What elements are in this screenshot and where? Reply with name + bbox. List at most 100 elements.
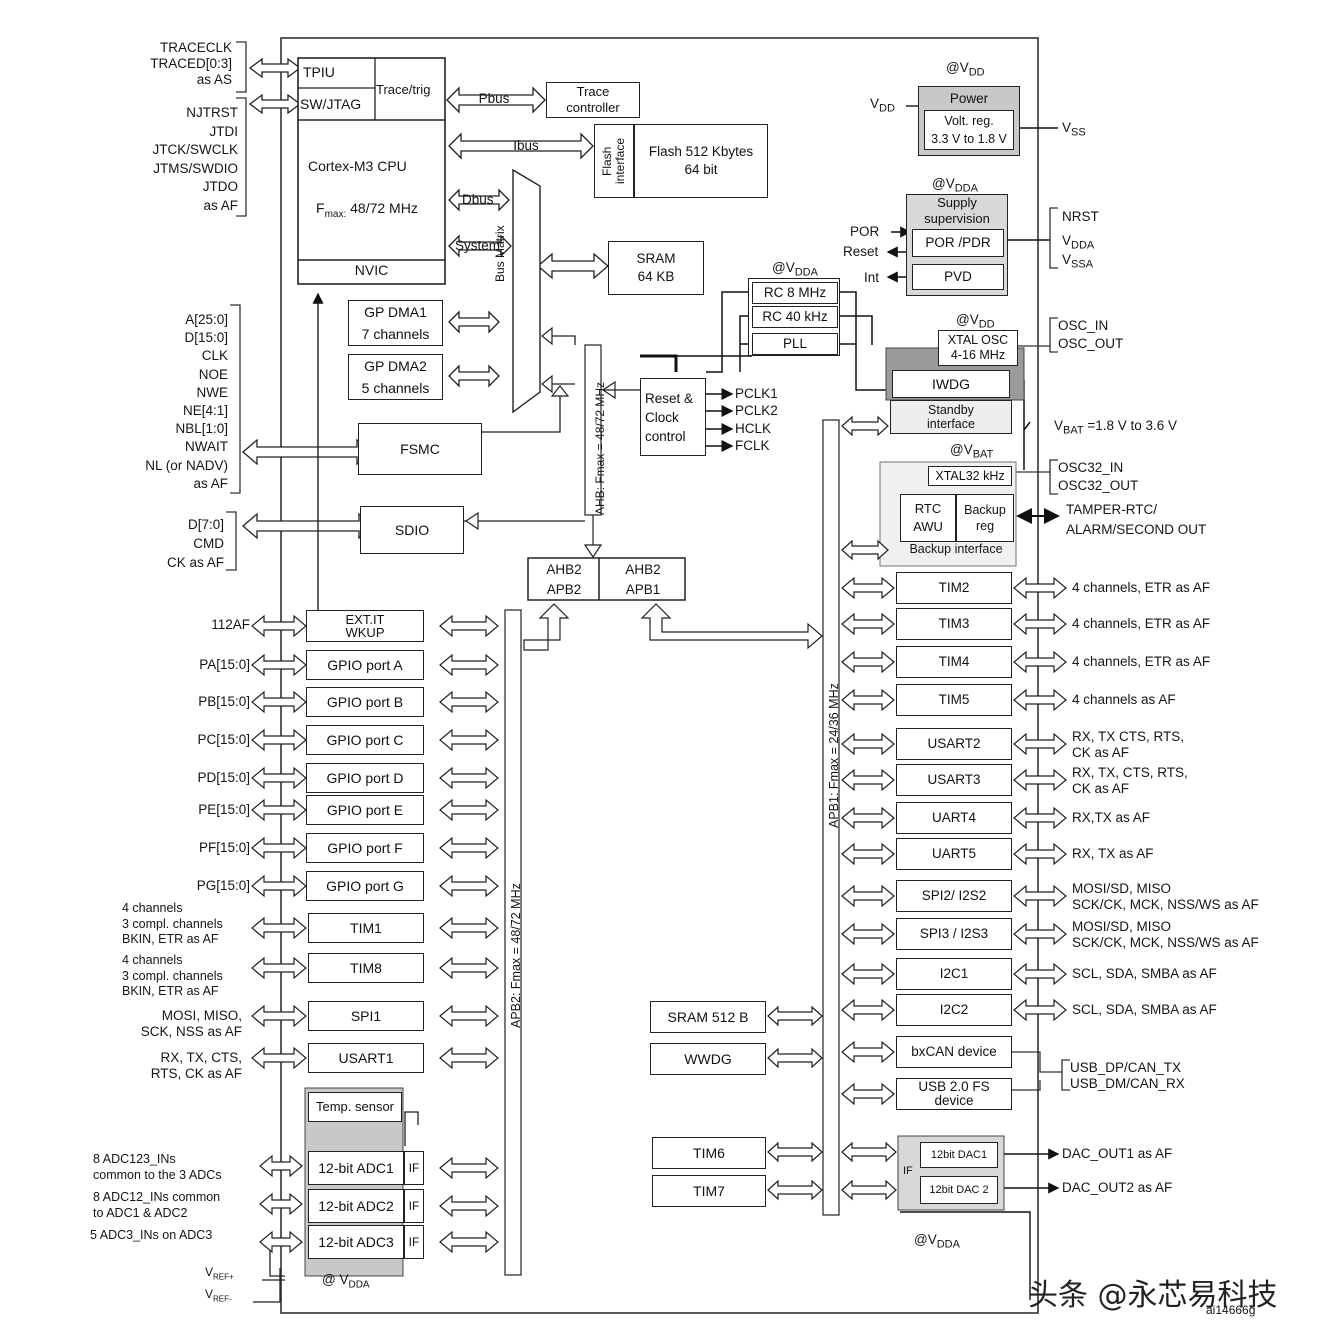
vbat-range: VBAT =1.8 V to 3.6 V xyxy=(1054,418,1178,437)
tim6: TIM6 xyxy=(652,1137,766,1169)
apb2-bus-arrow xyxy=(439,1046,499,1070)
dbus-label: Dbus xyxy=(462,192,494,207)
reset-signal: Reset xyxy=(843,244,879,259)
chip-outline xyxy=(280,37,1039,1314)
tim1-block: TIM1 xyxy=(308,913,424,943)
vdd-input: VDD xyxy=(870,96,895,115)
figure-ref: ai14666g xyxy=(1206,1303,1256,1317)
apb2-bus-arrow xyxy=(439,798,499,822)
adc-block: 12-bit ADC1 xyxy=(308,1151,404,1185)
nvic-label: NVIC xyxy=(354,262,389,278)
gpio-port: GPIO port D xyxy=(306,763,424,793)
apb2-bus-arrow xyxy=(439,956,499,980)
gpio-pin-label: PC[15:0] xyxy=(197,732,250,747)
adc12-signals: 8 ADC12_INs common to ADC1 & ADC2 xyxy=(93,1190,221,1220)
tamper-rtc: TAMPER-RTC/ ALARM/SECOND OUT xyxy=(1066,502,1207,537)
flash-interface: Flash interface xyxy=(594,124,634,198)
gpio-port: GPIO port F xyxy=(306,833,424,863)
apb1-bus-arrow xyxy=(841,688,895,712)
apb1-bus-arrow xyxy=(841,884,895,908)
system-label: System xyxy=(455,238,501,253)
rtc-awu: RTC AWU xyxy=(900,494,956,542)
apb1-peripheral: bxCAN device xyxy=(896,1036,1012,1068)
apb2-bus-label: APB2: Fmax = 48/72 MHz xyxy=(509,883,523,1028)
por-pdr: POR /PDR xyxy=(912,229,1004,257)
vss-pin: VSS xyxy=(1062,120,1086,139)
apb1-peripheral: TIM3 xyxy=(896,608,1012,640)
usart1-block: USART1 xyxy=(308,1043,424,1073)
apb1-signal: SCL, SDA, SMBA as AF xyxy=(1072,1002,1217,1017)
exti-wkup: EXT.IT WKUP xyxy=(306,610,424,642)
apb1-pin-arrow xyxy=(1013,732,1067,756)
apb1-pin-arrow xyxy=(1013,998,1067,1022)
gpio-pin-arrow xyxy=(251,874,307,898)
adc-if: IF xyxy=(404,1189,424,1223)
apb1-bus-arrow xyxy=(841,1040,895,1064)
apb1-pin-arrow xyxy=(1013,806,1067,830)
apb2-bus-arrow xyxy=(439,1194,499,1218)
gpio-pin-arrow xyxy=(251,836,307,860)
cpu-fmax: Fmax: 48/72 MHz xyxy=(316,200,418,220)
apb1-signal: RX, TX as AF xyxy=(1072,846,1154,861)
sdio-signals: D[7:0] CMD CK as AF xyxy=(166,517,224,570)
dac-out2: DAC_OUT2 as AF xyxy=(1062,1180,1173,1195)
apb1-pin-arrow xyxy=(1013,650,1067,674)
apb1-peripheral: USB 2.0 FS device xyxy=(896,1078,1012,1110)
gpio-pin-label: PA[15:0] xyxy=(199,657,250,672)
adc123-signals: 8 ADC123_INs common to the 3 ADCs xyxy=(93,1152,222,1182)
gpio-port: GPIO port A xyxy=(306,650,424,680)
apb1-bus-arrow xyxy=(841,842,895,866)
apb1-signal: 4 channels, ETR as AF xyxy=(1072,654,1211,669)
apb2-bus-arrow xyxy=(439,1230,499,1254)
apb1-bus-label: APB1: Fmax = 24/36 MHz xyxy=(827,683,841,828)
apb1-signal: RX, TX CTS, RTS, CK as AF xyxy=(1072,729,1185,760)
reset-clock-control: Reset & Clock control xyxy=(640,378,706,456)
gpio-port: GPIO port B xyxy=(306,687,424,717)
apb2-bus-arrow xyxy=(439,690,499,714)
apb1-bus-arrow xyxy=(841,922,895,946)
sdio-block: SDIO xyxy=(360,506,464,554)
apb1-pin-arrow xyxy=(1013,612,1067,636)
swjtag-label: SW/JTAG xyxy=(300,96,362,112)
tim8-signals: 4 channels 3 compl. channels BKIN, ETR a… xyxy=(122,953,223,998)
vdd-domain: @VDD xyxy=(946,60,985,79)
gpio-pin-label: PE[15:0] xyxy=(198,802,250,817)
adc-if: IF xyxy=(404,1151,424,1185)
gpio-port: GPIO port E xyxy=(306,795,424,825)
dac-out1: DAC_OUT1 as AF xyxy=(1062,1146,1173,1161)
wwdg: WWDG xyxy=(650,1043,766,1075)
spi1-pin-arrow xyxy=(251,1004,307,1028)
tim1-signals: 4 channels 3 compl. channels BKIN, ETR a… xyxy=(122,901,223,946)
ahb2-apb2-bridge: AHB2 APB2 xyxy=(546,562,582,597)
trace-trig-label: Trace/trig xyxy=(376,82,431,97)
rc-40khz: RC 40 kHz xyxy=(752,306,838,328)
apb2-bus-arrow xyxy=(439,653,499,677)
apb1-peripheral: TIM5 xyxy=(896,684,1012,716)
tim7: TIM7 xyxy=(652,1175,766,1207)
apb1-peripheral: UART4 xyxy=(896,802,1012,834)
apb2-bus-arrow xyxy=(439,766,499,790)
dac1: 12bit DAC1 xyxy=(920,1142,998,1168)
gpio-pin-label: PG[15:0] xyxy=(196,878,250,893)
flash-block: Flash 512 Kbytes 64 bit xyxy=(634,124,768,198)
tim8-block: TIM8 xyxy=(308,953,424,983)
apb1-bus-arrow xyxy=(841,650,895,674)
apb1-signal: 4 channels, ETR as AF xyxy=(1072,580,1211,595)
apb1-peripheral: USART2 xyxy=(896,728,1012,760)
ibus-label: Ibus xyxy=(513,138,539,153)
clock-output: HCLK xyxy=(735,421,772,436)
apb1-signal: 4 channels, ETR as AF xyxy=(1072,616,1211,631)
gpio-pin-arrow xyxy=(251,728,307,752)
apb1-pin-arrow xyxy=(1013,962,1067,986)
jtag-signals: NJTRST JTDI JTCK/SWCLK JTMS/SWDIO JTDO a… xyxy=(152,105,238,213)
apb1-bus-arrow xyxy=(841,1082,895,1106)
standby-interface: Standby interface xyxy=(890,400,1012,434)
vdda-rc: @VDDA xyxy=(772,260,818,279)
adc-block: 12-bit ADC2 xyxy=(308,1189,404,1223)
usart1-pin-arrow xyxy=(251,1046,307,1070)
fsmc-signals: A[25:0] D[15:0] CLK NOE NWE NE[4:1] NBL[… xyxy=(145,312,228,491)
gpio-pin-label: PD[15:0] xyxy=(197,770,250,785)
gpio-pin-label: PF[15:0] xyxy=(198,840,250,855)
vref-plus: VREF+ xyxy=(205,1265,234,1282)
apb1-peripheral: I2C1 xyxy=(896,958,1012,990)
